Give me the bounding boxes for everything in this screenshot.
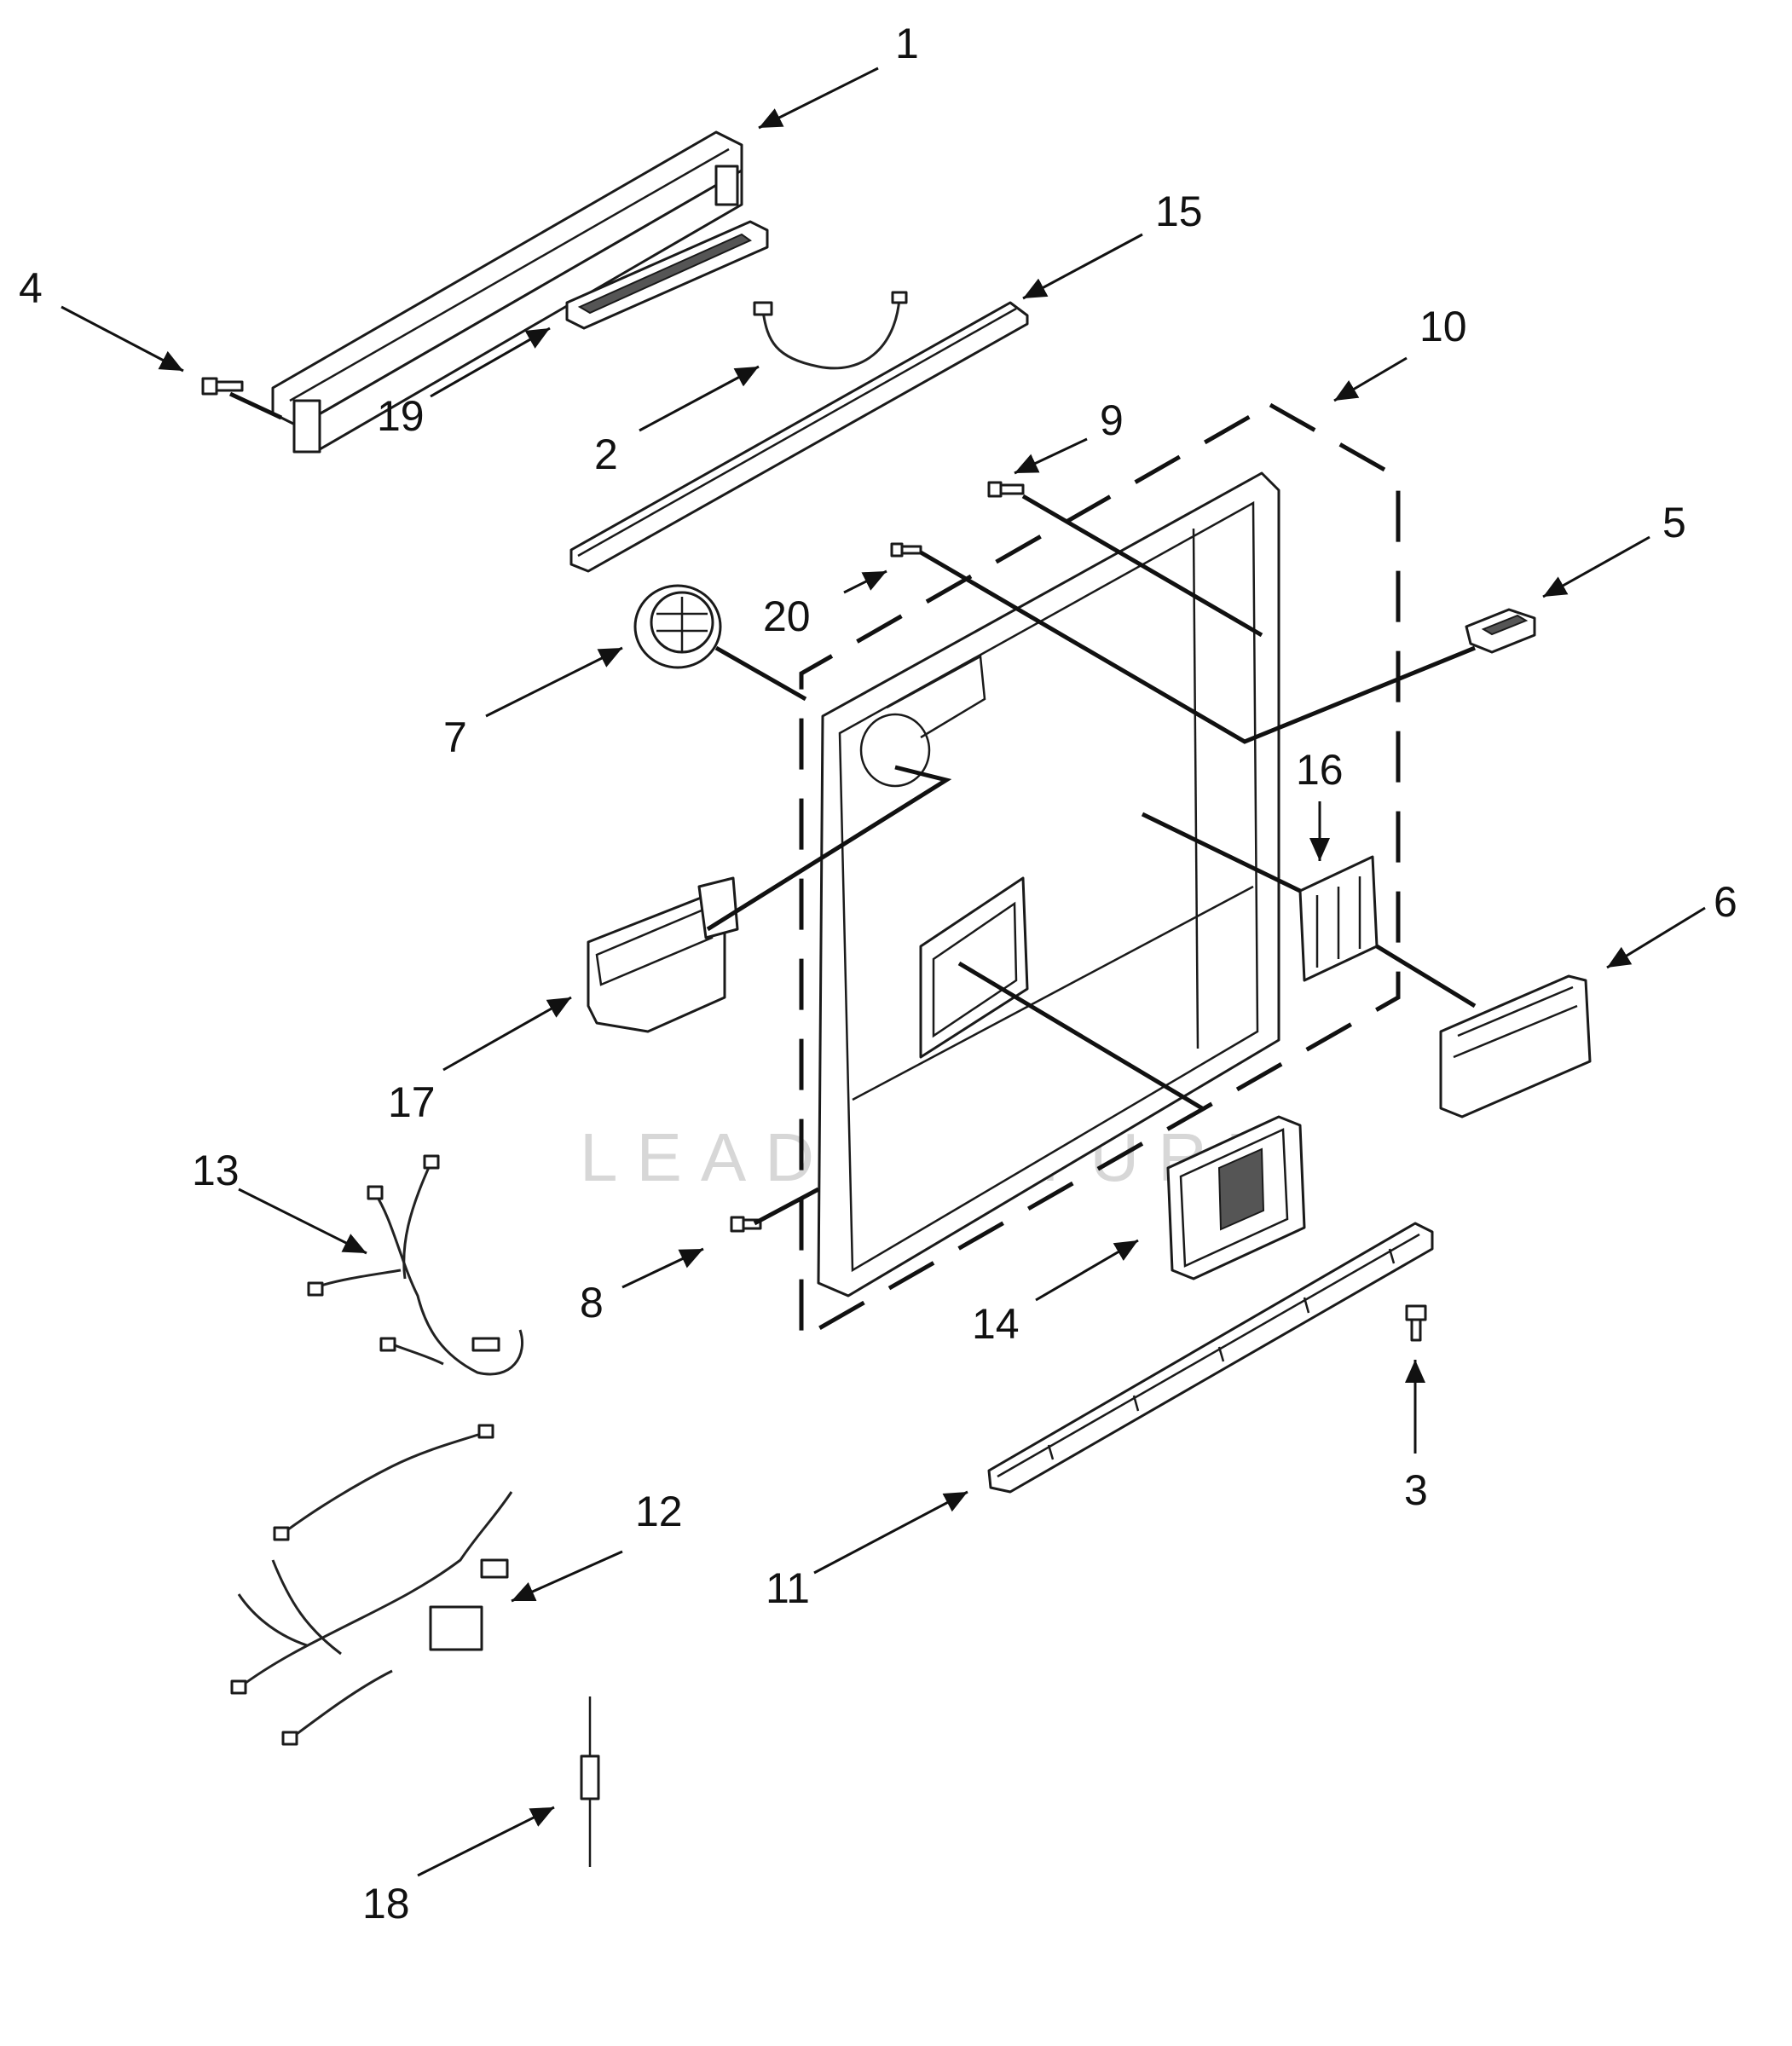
- callout-8: 8: [580, 1279, 604, 1326]
- callout-13: 13: [192, 1147, 240, 1194]
- callout-9: 9: [1100, 396, 1124, 444]
- callout-5: 5: [1662, 499, 1686, 546]
- callout-15: 15: [1155, 188, 1203, 235]
- callout-20: 20: [763, 592, 811, 640]
- callout-numbers: 1 4 19 2 15 10 9 5 20 7 16 6 17 13 8 14 …: [19, 20, 1737, 1928]
- part-20-screw[interactable]: [890, 542, 922, 558]
- part-17-housing[interactable]: [587, 876, 739, 1033]
- leader-arrows: [61, 66, 1706, 1877]
- callout-7: 7: [443, 714, 467, 761]
- callout-6: 6: [1714, 878, 1737, 926]
- callout-3: 3: [1404, 1466, 1428, 1514]
- callout-10: 10: [1419, 303, 1467, 350]
- part-16-bracket[interactable]: [1298, 855, 1379, 982]
- part-18-fuse[interactable]: [580, 1696, 600, 1867]
- part-4-screw[interactable]: [201, 377, 244, 396]
- part-14-main-control[interactable]: [1166, 1115, 1306, 1280]
- part-7-vent[interactable]: [633, 584, 722, 669]
- callout-2: 2: [594, 431, 618, 478]
- part-10-assembly-outline: [799, 402, 1401, 1343]
- part-3-screw[interactable]: [1405, 1304, 1427, 1342]
- part-6-control-module[interactable]: [1439, 974, 1592, 1118]
- part-8-screw[interactable]: [730, 1216, 762, 1233]
- part-19-ui-board[interactable]: [565, 220, 769, 330]
- callout-1: 1: [895, 20, 919, 67]
- callout-18: 18: [362, 1880, 410, 1928]
- callout-4: 4: [19, 264, 43, 312]
- callout-19: 19: [377, 392, 425, 440]
- part-12-main-harness[interactable]: [230, 1424, 513, 1746]
- callout-14: 14: [972, 1300, 1020, 1348]
- callout-17: 17: [388, 1078, 436, 1126]
- part-13-wire-harness[interactable]: [307, 1154, 524, 1376]
- callout-11: 11: [766, 1564, 810, 1612]
- part-15-gasket-strip[interactable]: [569, 301, 1029, 573]
- part-2-wire[interactable]: [753, 291, 908, 370]
- part-11-lower-trim[interactable]: [987, 1222, 1434, 1494]
- connector-lines: [228, 391, 1477, 1226]
- callout-12: 12: [635, 1488, 683, 1535]
- part-10-inner-door[interactable]: [817, 471, 1280, 1298]
- part-1-console-trim[interactable]: [271, 130, 743, 454]
- part-9-screw[interactable]: [987, 481, 1025, 498]
- part-5-switch[interactable]: [1465, 608, 1536, 654]
- callout-16: 16: [1296, 746, 1344, 794]
